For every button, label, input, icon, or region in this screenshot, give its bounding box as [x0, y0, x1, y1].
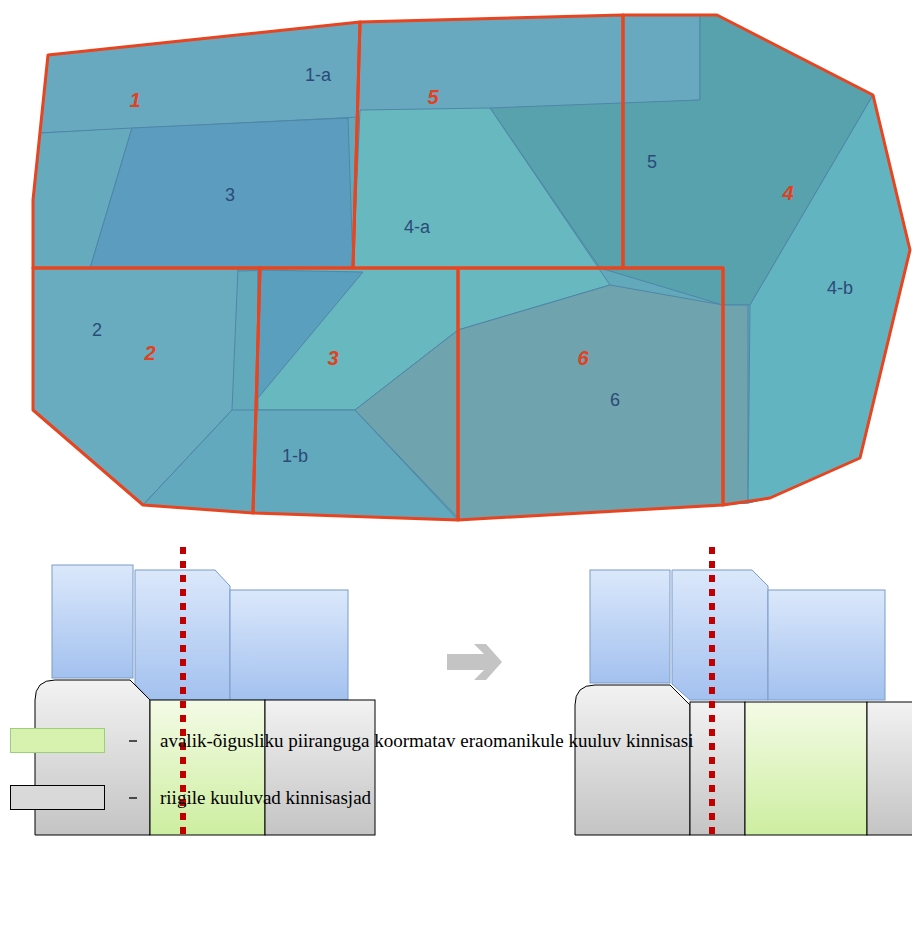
- region-5: [353, 15, 623, 268]
- legend-swatch: [10, 728, 105, 753]
- private-plot: [150, 700, 265, 835]
- legend-dash: [129, 797, 137, 798]
- parcel-number: 4-b: [827, 278, 853, 299]
- region-6: [458, 268, 723, 520]
- parcel-number: 5: [647, 152, 657, 173]
- state-plot: [575, 685, 690, 835]
- parcel-number: 3: [225, 185, 235, 206]
- region-number: 3: [327, 347, 338, 370]
- region-3: [253, 268, 458, 520]
- building: [590, 570, 670, 683]
- region-1: [33, 22, 360, 268]
- parcel-4b: [748, 95, 910, 503]
- map-outline: [33, 15, 910, 520]
- region-number: 6: [577, 347, 588, 370]
- parcel-number: 2: [92, 320, 102, 341]
- legend-dashes: [129, 741, 137, 798]
- parcel-number: 4-a: [404, 217, 430, 238]
- transition-arrow: [447, 644, 502, 680]
- parcel-dark: [258, 270, 363, 398]
- legend-text: riigile kuuluvad kinnisasjad: [160, 788, 371, 809]
- map-parcels: [33, 15, 910, 520]
- parcel-number: 6: [610, 390, 620, 411]
- region-number: 5: [427, 86, 438, 109]
- region-4: [623, 15, 910, 505]
- after-sketch: [575, 547, 912, 835]
- state-plot: [35, 680, 150, 835]
- legend-dash: [129, 740, 137, 741]
- building: [768, 590, 885, 700]
- region-number: 1: [129, 89, 140, 112]
- building: [52, 565, 133, 678]
- region-2: [33, 268, 260, 513]
- state-plot: [265, 700, 375, 835]
- boundary-line: [709, 547, 715, 835]
- parcel-number: 1-a: [305, 65, 331, 86]
- region-outlines: [33, 15, 910, 520]
- parcel-6: [355, 285, 748, 520]
- region-number: 4: [782, 182, 793, 205]
- state-plot: [867, 702, 912, 835]
- legend-text: avalik-õigusliku piiranguga koormatav er…: [160, 731, 693, 752]
- building: [230, 590, 348, 700]
- parcel-3: [88, 118, 353, 275]
- legend-swatch: [10, 785, 105, 810]
- private-plot: [745, 702, 867, 835]
- state-strip: [690, 702, 745, 835]
- building: [672, 570, 768, 700]
- region-number: 2: [144, 342, 155, 365]
- parcel-number: 1-b: [282, 446, 308, 467]
